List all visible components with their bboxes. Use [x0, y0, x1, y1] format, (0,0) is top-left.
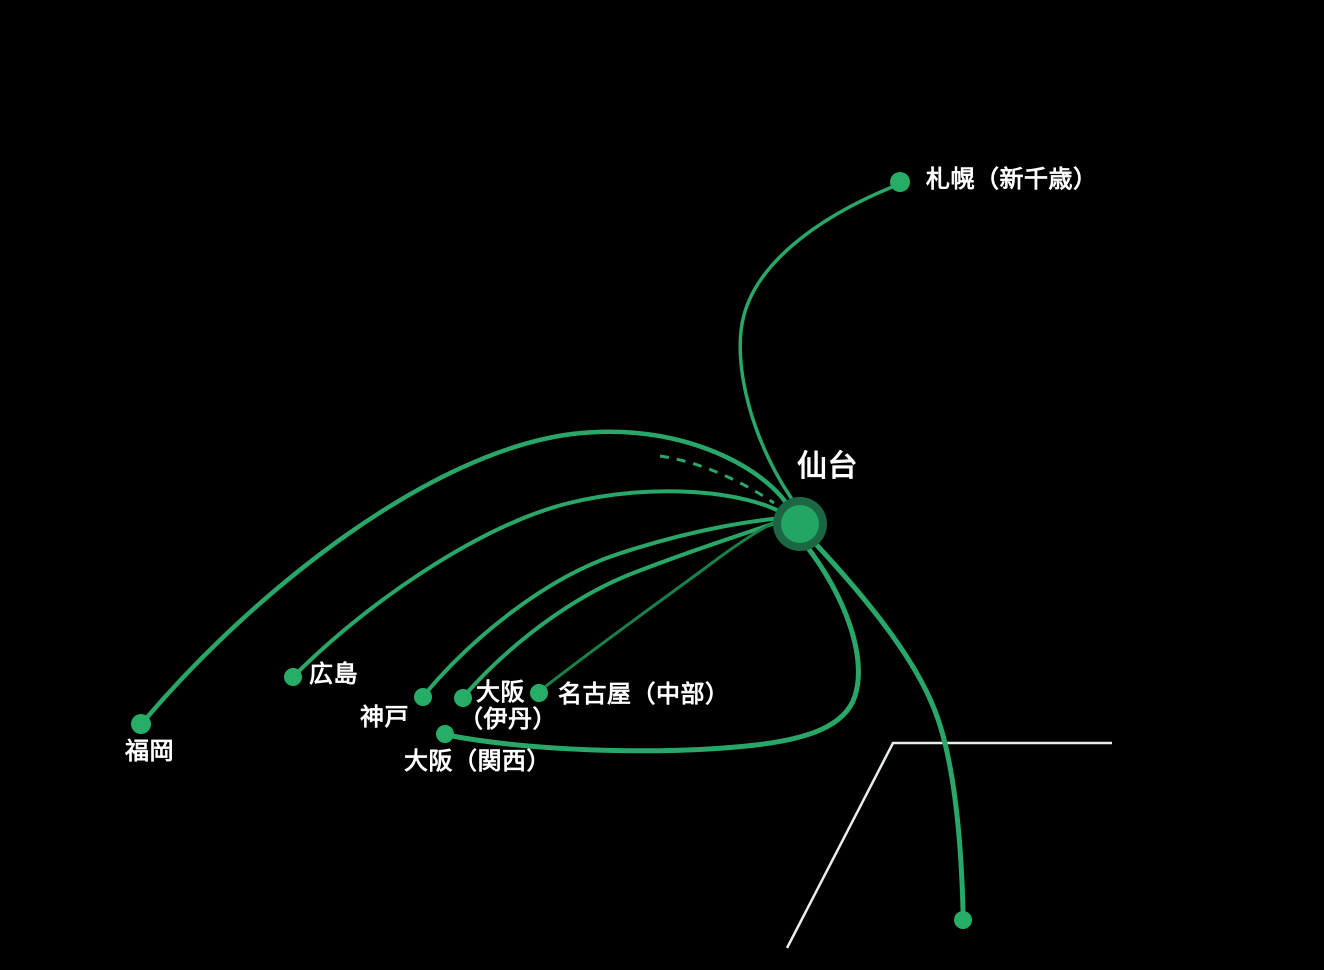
route-sendai-hiroshima	[294, 489, 786, 676]
airport-label-osaka-itami-line2: （伊丹）	[459, 706, 557, 733]
airport-dot-osaka-kansai	[436, 725, 454, 743]
airport-label-osaka-itami-line1: 大阪	[476, 679, 525, 706]
airport-label-kobe: 神戸	[360, 704, 409, 731]
airport-label-osaka-kansai: 大阪（関西）	[404, 748, 551, 775]
airport-dot-hiroshima	[284, 668, 302, 686]
airport-label-nagoya: 名古屋（中部）	[558, 681, 730, 708]
hub-dot-sendai	[781, 505, 819, 543]
hub-label-sendai: 仙台	[797, 450, 858, 483]
airport-label-osaka-itami: 大阪 （伊丹）	[459, 679, 557, 733]
airport-label-hiroshima: 広島	[309, 661, 358, 688]
airport-dot-osaka-itami	[454, 689, 472, 707]
inset-boundary-line	[785, 741, 1112, 949]
airport-dot-fukuoka	[131, 714, 151, 734]
airport-dot-nagoya	[530, 684, 548, 702]
dashed-route-segment	[659, 454, 775, 505]
airport-label-fukuoka: 福岡	[125, 738, 174, 765]
route-sendai-osaka-kansai	[449, 541, 861, 754]
airport-dot-bottom-right	[954, 911, 972, 929]
route-sendai-south	[810, 538, 966, 913]
route-sendai-sapporo	[738, 183, 899, 511]
airport-label-sapporo: 札幌（新千歳）	[926, 166, 1098, 193]
route-sendai-nagoya	[539, 515, 787, 692]
airport-dot-sapporo	[890, 172, 910, 192]
route-sendai-osaka-itami	[463, 519, 782, 697]
route-sendai-kobe	[423, 516, 784, 696]
airport-dot-kobe	[414, 688, 432, 706]
route-sendai-fukuoka	[141, 429, 792, 724]
